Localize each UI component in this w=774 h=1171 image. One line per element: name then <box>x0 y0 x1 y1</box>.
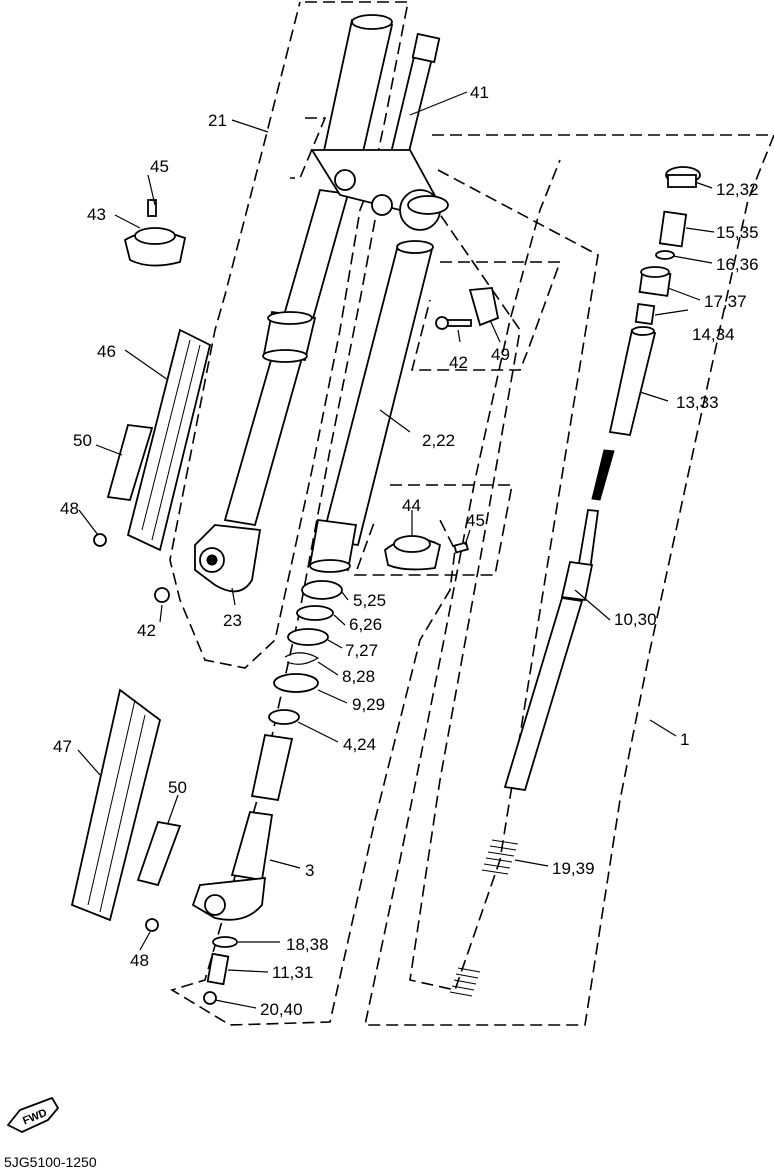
callout-14-34: 14,34 <box>692 325 735 344</box>
washer-6-26 <box>296 605 334 621</box>
bolt-48-lower <box>145 918 159 932</box>
callout-46: 46 <box>97 342 116 361</box>
group-outline-damper-1 <box>364 134 774 1026</box>
group-outline-clamp-44 <box>353 484 513 576</box>
callout-1: 1 <box>680 730 689 749</box>
callout-19-39: 19,39 <box>552 859 595 878</box>
callout-44: 44 <box>402 496 421 515</box>
callout-50-lower: 50 <box>168 778 187 797</box>
clamp-44 <box>384 535 469 571</box>
bushing-5-25 <box>301 580 343 600</box>
o-ring-18-38 <box>212 936 238 948</box>
callout-23: 23 <box>223 611 242 630</box>
callout-10-30: 10,30 <box>614 610 657 629</box>
inner-tube-2-22 <box>308 240 434 573</box>
lower-tube-3 <box>191 733 294 921</box>
callout-48-upper: 48 <box>60 499 79 518</box>
callout-9-29: 9,29 <box>352 695 385 714</box>
callout-42-lower: 42 <box>137 621 156 640</box>
leader-lines <box>77 91 715 1009</box>
callout-41: 41 <box>470 83 489 102</box>
damper-parts <box>503 166 701 792</box>
callout-12-32: 12,32 <box>716 180 759 199</box>
clamp-43 <box>123 199 187 267</box>
callout-8-28: 8,28 <box>342 667 375 686</box>
callout-49: 49 <box>491 345 510 364</box>
callout-43: 43 <box>87 205 106 224</box>
callout-50-upper: 50 <box>73 431 92 450</box>
dust-seal-9-29 <box>273 673 319 693</box>
callout-5-25: 5,25 <box>353 591 386 610</box>
callout-45-upper: 45 <box>150 157 169 176</box>
bolt-48-upper <box>93 533 107 547</box>
callout-3: 3 <box>305 861 314 880</box>
callout-15-35: 15,35 <box>716 223 759 242</box>
guard-47 <box>70 688 162 922</box>
bushing-4-24 <box>268 709 300 725</box>
outer-tube-21 <box>194 14 394 593</box>
callout-47: 47 <box>53 737 72 756</box>
callout-16-36: 16,36 <box>716 255 759 274</box>
callout-17-37: 17,37 <box>704 292 747 311</box>
callout-2-22: 2,22 <box>422 431 455 450</box>
bolt-20-40 <box>203 991 217 1005</box>
oil-seal-7-27 <box>287 628 329 646</box>
plate-50-upper <box>106 424 154 501</box>
group-outline-lower-assembly <box>170 219 456 1026</box>
group-outline-damper-inner <box>409 169 599 991</box>
valve-11-31 <box>206 952 230 986</box>
callout-7-27: 7,27 <box>345 641 378 660</box>
fwd-arrow-icon: FWD <box>6 1096 60 1133</box>
drawing-code: 5JG5100-1250 <box>4 1154 97 1170</box>
callout-45-lower: 45 <box>466 511 485 530</box>
plate-50-lower <box>136 820 182 887</box>
bolt-42-lower <box>154 587 170 603</box>
callout-labels: 21 41 12,32 15,35 16,36 17,37 14,34 13,3… <box>53 83 759 1019</box>
callout-4-24: 4,24 <box>343 735 376 754</box>
group-outline-clamp-49 <box>410 261 562 371</box>
bracket-49 <box>435 287 500 330</box>
spring-19-39 <box>449 839 519 997</box>
callout-18-38: 18,38 <box>286 935 329 954</box>
callout-48-lower: 48 <box>130 951 149 970</box>
callout-11-31: 11,31 <box>272 963 313 982</box>
callout-21: 21 <box>208 111 227 130</box>
callout-13-33: 13,33 <box>676 393 719 412</box>
callout-20-40: 20,40 <box>260 1000 303 1019</box>
clip-8-28 <box>284 652 320 665</box>
group-outline-crown <box>290 117 327 179</box>
guard-46 <box>126 328 212 552</box>
callout-42-upper: 42 <box>449 353 468 372</box>
callout-6-26: 6,26 <box>349 615 382 634</box>
upper-bracket-41 <box>310 32 449 231</box>
